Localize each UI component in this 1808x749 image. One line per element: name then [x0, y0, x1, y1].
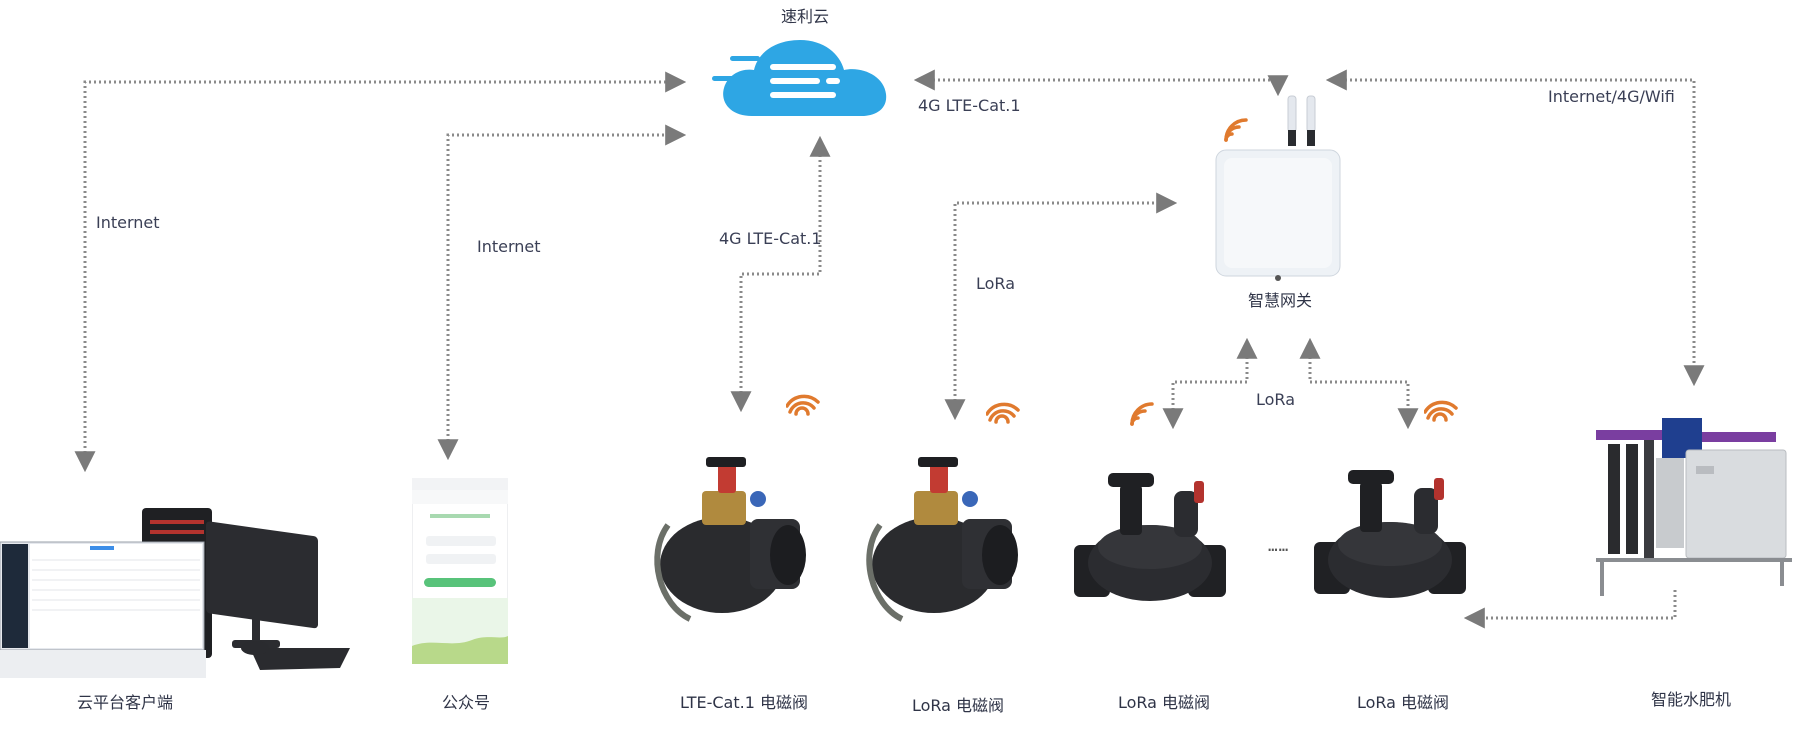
lte-valve-image: [654, 457, 806, 622]
caption-fertigation: 智能水肥机: [1650, 690, 1732, 709]
caption-lora-valve-1: LoRa 电磁阀: [911, 696, 1005, 715]
link-wechat-cloud: [437, 124, 687, 461]
fertigation-machine-image: [1596, 418, 1792, 596]
gateway-device: [1215, 95, 1341, 281]
wechat-phone-image: [412, 478, 508, 664]
link-gateway-fertigation: [1325, 69, 1705, 387]
link-fertigation-valve: [1463, 590, 1677, 629]
pc-client-image: [0, 508, 350, 678]
link-label-internet-fertigation: Internet/4G/Wifi: [1548, 87, 1675, 106]
link-client-cloud: [74, 71, 687, 473]
ellipsis-more-valves: ……: [1268, 536, 1290, 555]
caption-lora-valve-3: LoRa 电磁阀: [1356, 693, 1450, 712]
caption-client: 云平台客户端: [76, 693, 174, 712]
lora-valve-3-image: [1314, 470, 1466, 598]
caption-lora-valve-2: LoRa 电磁阀: [1117, 693, 1211, 712]
link-ltevalve-cloud: [730, 135, 831, 413]
link-label-lte-cloud-valve: 4G LTE-Cat.1: [719, 229, 822, 248]
link-loravalve3-gateway: [1299, 337, 1419, 430]
link-label-internet-client: Internet: [96, 213, 160, 232]
signal-icon-gateway: [1224, 118, 1248, 142]
link-label-lora-gateway-bottom: LoRa: [1256, 390, 1295, 409]
signal-icon-ltevalve: [786, 394, 820, 416]
link-label-internet-wechat: Internet: [477, 237, 541, 256]
lora-valve-1-image: [866, 457, 1018, 622]
link-loravalve1-gateway: [944, 192, 1178, 421]
signal-icon-loravalve3: [1424, 400, 1458, 422]
link-loravalve2-gateway: [1162, 337, 1258, 430]
signal-icon-loravalve1: [986, 402, 1020, 424]
lora-valve-2-image: [1074, 473, 1226, 601]
caption-wechat: 公众号: [441, 693, 491, 712]
caption-lte-valve: LTE-Cat.1 电磁阀: [680, 693, 808, 712]
link-label-lte-cloud-gateway: 4G LTE-Cat.1: [918, 96, 1021, 115]
signal-icon-loravalve2: [1130, 402, 1154, 426]
gateway-label: 智慧网关: [1247, 291, 1313, 310]
link-cloud-gateway: [913, 69, 1289, 97]
link-label-lora-gateway-valve: LoRa: [976, 274, 1015, 293]
cloud-icon: [712, 40, 887, 116]
cloud-title: 速利云: [780, 7, 830, 26]
